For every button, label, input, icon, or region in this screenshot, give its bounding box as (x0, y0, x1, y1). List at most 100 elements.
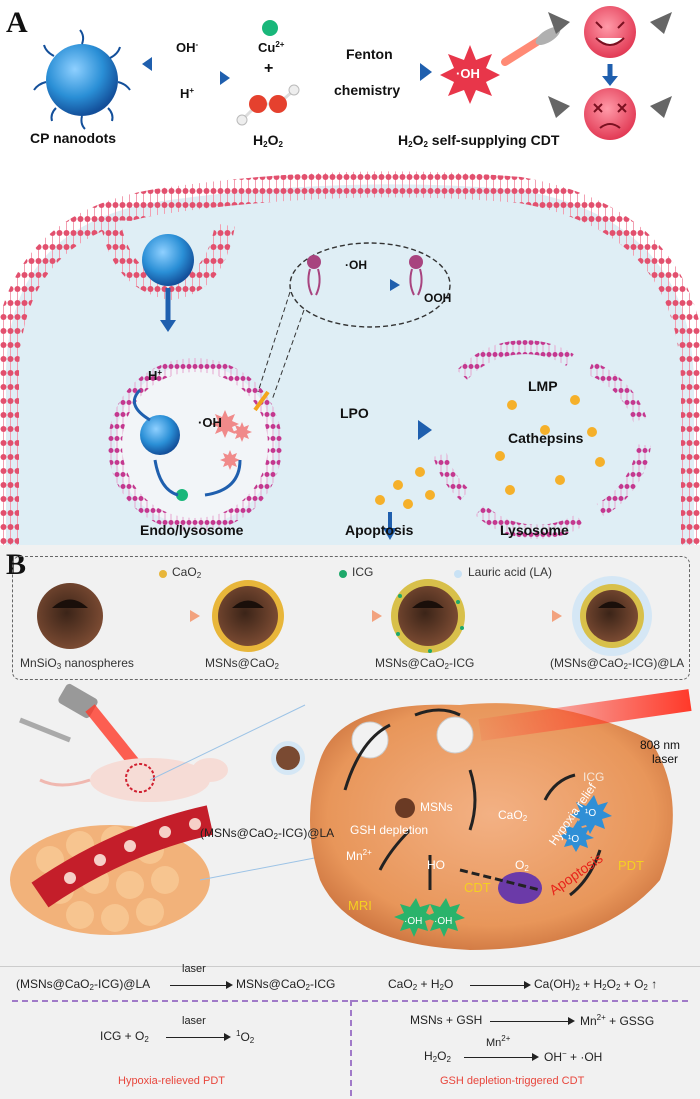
particle-label: (MSNs@CaO2-ICG)@LA (200, 826, 335, 841)
laser-word-label: laser (652, 752, 679, 766)
equation-2-right: Ca(OH)2 + H2O2 + O2 ↑ (534, 977, 658, 992)
caption-right: GSH depletion-triggered CDT (440, 1075, 585, 1087)
equations-top-rule (0, 966, 700, 967)
lipid-icon (307, 255, 423, 296)
oh-green-1-label: ·OH (404, 916, 423, 927)
equation-4-arrowhead (568, 1017, 575, 1025)
h2o2-label: H2O2 (253, 132, 283, 149)
endolysosome-vesicle (108, 358, 282, 532)
cell-membrane (0, 171, 700, 545)
blood-vessel-icon (31, 805, 214, 908)
equilibrium-arrows (142, 57, 230, 85)
dead-devil-icon (548, 88, 672, 140)
apoptosis-a-label: Apoptosis (345, 522, 414, 538)
equation-1-arrow (170, 985, 228, 986)
mn2-tumor-label: Mn2+ (346, 848, 372, 863)
o2-tumor-label: O2 (515, 858, 529, 873)
oh-burst-icon (440, 45, 500, 104)
legend-icg-dot (339, 570, 347, 578)
oh-inner-label: ·OH (198, 415, 222, 430)
synthesis-box (12, 556, 690, 680)
equation-5-arrowhead (532, 1053, 539, 1061)
pdt-label: PDT (618, 858, 644, 873)
legend-cao2-label: CaO2 (172, 565, 202, 580)
h2o2-tumor-label: HO (427, 858, 446, 872)
equation-3: ICG + O2 (100, 1029, 149, 1044)
legend-cao2-dot (159, 570, 167, 578)
equation-4-arrow (490, 1021, 570, 1022)
equation-5-right: OH− + ·OH (544, 1049, 603, 1064)
laser-808-label: 808 nm (640, 738, 681, 752)
equation-1-arrowhead (226, 981, 233, 989)
entering-nanodot-icon (142, 234, 194, 286)
cp-nanodot-icon (33, 29, 131, 130)
mouse-icon (39, 758, 228, 802)
equation-4-right: Mn2+ + GSSG (580, 1013, 655, 1028)
h-plus-label: H+ (180, 86, 195, 101)
equation-1-right: MSNs@CaO2-ICG (236, 977, 336, 992)
equation-3-arrow (166, 1037, 226, 1038)
h2o2-cdt-label: H2O2 self-supplying CDT (398, 132, 560, 149)
equation-2-arrow (470, 985, 526, 986)
equation-3-arrowhead (224, 1033, 231, 1041)
bullet-icon (501, 27, 561, 66)
plus-sign: + (264, 60, 274, 77)
laser-device-icon (58, 683, 145, 774)
equation-5-over: Mn2+ (486, 1034, 511, 1049)
cdt-label: CDT (464, 880, 491, 895)
lipid-peroxidation-inset (289, 242, 451, 328)
step1-label: MnSiO3 nanospheres (20, 656, 134, 671)
devil-icon (548, 6, 672, 58)
equations-divider-v (350, 1000, 352, 1096)
cu-ion-icon (262, 20, 278, 36)
step4-label: (MSNs@CaO2-ICG)@LA (550, 656, 685, 671)
h-plus-inner-label: H+ (148, 368, 163, 383)
inset-ooh-label: OOH (424, 291, 452, 305)
gsh-depletion-label: GSH depletion (350, 823, 429, 837)
fenton-label: Fenton (346, 46, 393, 62)
cathepsin-dots (375, 395, 605, 509)
legend-la-dot (454, 570, 462, 578)
equation-2: CaO2 + H2O (388, 977, 454, 992)
oh-green-2-label: ·OH (434, 916, 453, 927)
lysosome-label: Lysosome (500, 522, 569, 538)
oh-radical-label: ·OH (456, 66, 480, 81)
equation-4: MSNs + GSH (410, 1013, 483, 1027)
equation-1-over: laser (182, 963, 206, 975)
oh-minus-label: OH- (176, 40, 199, 55)
lpo-label: LPO (340, 405, 369, 421)
panel-a-letter: A (6, 6, 28, 39)
equation-2-arrowhead (524, 981, 531, 989)
icg-tumor-label: ICG (583, 770, 605, 784)
h2o2-molecule-icon (236, 84, 300, 126)
equation-3-over: laser (182, 1015, 206, 1027)
msns-tumor-label: MSNs (420, 800, 453, 814)
chemistry-label: chemistry (334, 82, 401, 98)
syringe-icon (19, 717, 71, 743)
panel-a-top-graphic (33, 6, 672, 140)
equation-3-right: 1O2 (236, 1029, 255, 1045)
fenton-arrow (322, 63, 432, 81)
nanoparticle-icon (271, 741, 305, 775)
step2-label: MSNs@CaO2 (205, 656, 279, 671)
mri-label: MRI (348, 898, 372, 913)
lysosome-vesicle (433, 340, 651, 539)
synthesis-graphic (37, 570, 652, 656)
caption-left: Hypoxia-relieved PDT (118, 1075, 225, 1087)
lmp-label: LMP (528, 378, 558, 394)
cell-diagram (0, 171, 700, 545)
equation-5-arrow (464, 1057, 534, 1058)
cp-nanodots-label: CP nanodots (30, 130, 117, 146)
cu-label: Cu2+ (258, 40, 285, 55)
tumor-scene (10, 683, 692, 950)
legend-la-label: Lauric acid (LA) (468, 565, 553, 579)
step3-label: MSNs@CaO2-ICG (375, 656, 475, 671)
singlet-1-label: ¹O (585, 808, 597, 819)
equation-5: H2O2 (424, 1049, 451, 1064)
tumor-body (310, 703, 673, 950)
endo-lysosome-label: Endo/lysosome (140, 522, 244, 538)
equation-1: (MSNs@CaO2-ICG)@LA (16, 977, 151, 992)
cathepsins-label: Cathepsins (508, 430, 584, 446)
legend-icg-label: ICG (352, 565, 374, 579)
singlet-2-label: ¹O (568, 834, 580, 845)
